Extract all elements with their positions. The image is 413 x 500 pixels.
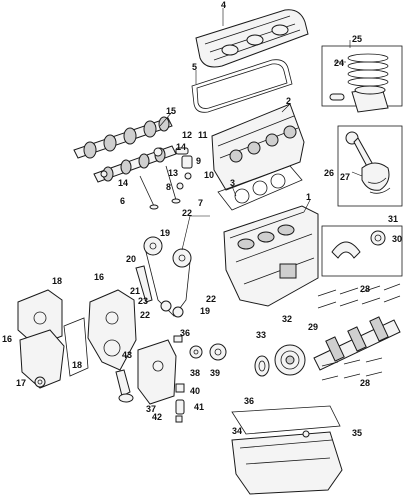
callout-29: 29 (308, 322, 318, 332)
callout-6: 6 (120, 196, 125, 206)
timing-chain-assembly (135, 236, 192, 318)
oil-pickup (115, 369, 134, 403)
callout-22c: 22 (140, 310, 150, 320)
main-bearings-upper (317, 283, 401, 309)
callout-14a: 14 (176, 142, 186, 152)
callout-41: 41 (194, 402, 204, 412)
rear-seal-box (321, 225, 403, 277)
valve-cover-gasket (191, 59, 293, 113)
callout-21: 21 (130, 286, 140, 296)
callout-17: 17 (16, 378, 26, 388)
callout-18b: 18 (72, 360, 82, 370)
callout-22a: 22 (182, 208, 192, 218)
camshaft (73, 116, 173, 159)
callout-12: 12 (182, 130, 192, 140)
cylinder-head (211, 103, 305, 191)
callout-36a: 36 (180, 328, 190, 338)
callout-10: 10 (204, 170, 214, 180)
callout-18a: 18 (52, 276, 62, 286)
callout-24: 24 (334, 58, 344, 68)
timing-cover (87, 289, 137, 371)
callout-19a: 19 (160, 228, 170, 238)
idler-pulley (209, 343, 227, 361)
callout-31: 31 (388, 214, 398, 224)
callout-33: 33 (256, 330, 266, 340)
callout-25: 25 (352, 34, 362, 44)
oil-pan (231, 431, 343, 495)
callout-3: 3 (230, 178, 235, 188)
crank-sprocket (254, 355, 270, 377)
callout-13: 13 (168, 168, 178, 178)
drain-plug (302, 430, 310, 438)
callout-16b: 16 (2, 334, 12, 344)
callout-28a: 28 (360, 284, 370, 294)
callout-26: 26 (324, 168, 334, 178)
callout-39: 39 (210, 368, 220, 378)
oil-pump (137, 339, 177, 405)
callout-4: 4 (221, 0, 226, 10)
callout-15: 15 (166, 106, 176, 116)
callout-19b: 19 (200, 306, 210, 316)
callout-5: 5 (192, 62, 197, 72)
callout-38: 38 (190, 368, 200, 378)
callout-22b: 22 (206, 294, 216, 304)
valve-components (100, 147, 193, 210)
callout-14b: 14 (118, 178, 128, 188)
main-bearings-lower (321, 357, 383, 381)
callout-16a: 16 (94, 272, 104, 282)
front-cover (17, 289, 65, 389)
callout-7: 7 (198, 198, 203, 208)
callout-37: 37 (146, 404, 156, 414)
oil-pump-small-parts (173, 335, 203, 423)
callout-2: 2 (286, 96, 291, 106)
leader-lines (159, 8, 363, 251)
callout-32: 32 (282, 314, 292, 324)
callout-30: 30 (392, 234, 402, 244)
callout-36b: 36 (244, 396, 254, 406)
crankshaft-pulley (274, 344, 306, 376)
callout-8: 8 (166, 182, 171, 192)
callout-42: 42 (152, 412, 162, 422)
callout-23: 23 (138, 296, 148, 306)
callout-35: 35 (352, 428, 362, 438)
callout-9: 9 (196, 156, 201, 166)
piston (329, 85, 389, 113)
engine-block (223, 205, 319, 307)
callout-11: 11 (198, 130, 208, 140)
crankshaft (313, 316, 401, 371)
callout-20: 20 (126, 254, 136, 264)
connecting-rod-box (337, 125, 403, 207)
callout-43: 43 (122, 350, 132, 360)
crank-seal (34, 376, 46, 388)
valve-cover (195, 9, 309, 68)
callout-27: 27 (340, 172, 350, 182)
oil-pan-gasket (231, 405, 341, 435)
callout-40: 40 (190, 386, 200, 396)
callout-1: 1 (306, 192, 311, 202)
head-gasket (217, 165, 303, 211)
callout-34: 34 (232, 426, 242, 436)
cover-gasket (63, 317, 89, 377)
callout-labels: 4 5 25 24 2 15 12 11 14 9 13 10 14 8 6 7… (2, 0, 402, 438)
callout-28b: 28 (360, 378, 370, 388)
